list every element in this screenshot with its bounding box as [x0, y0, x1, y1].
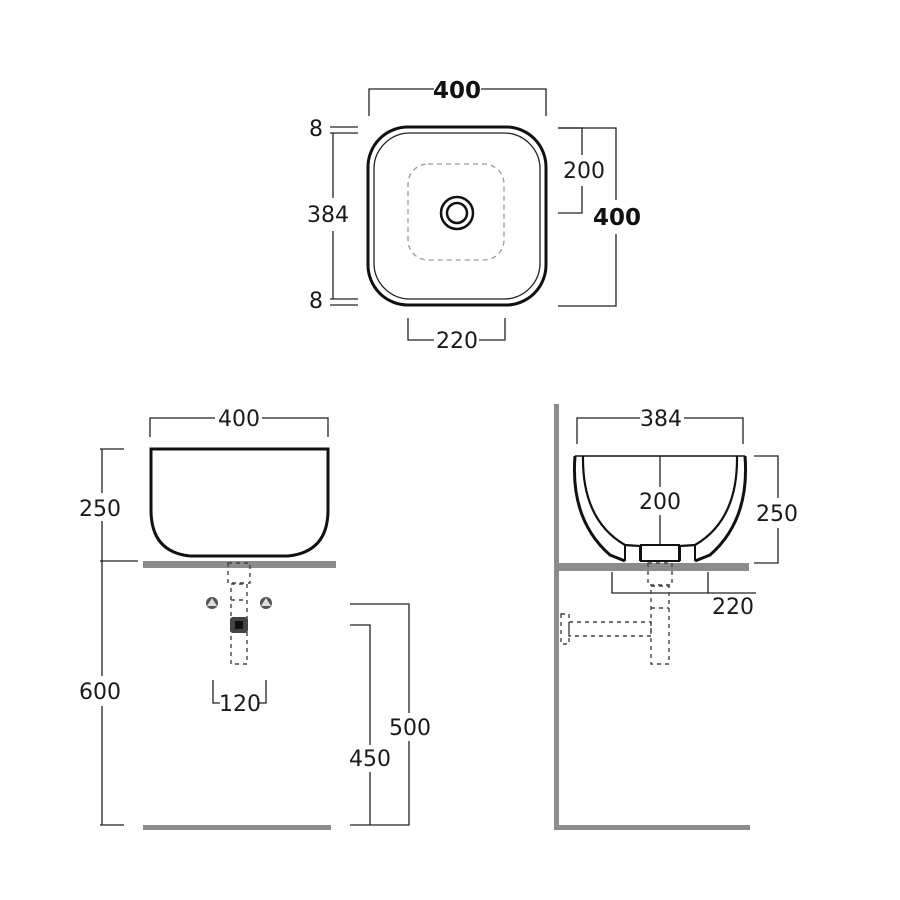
trap-top	[647, 562, 673, 586]
side-depth-label: 200	[639, 490, 681, 515]
top-view: 400 8 384 8 200 400 220	[307, 78, 641, 354]
waste-zone-label: 220	[436, 329, 478, 354]
supply-valve-right	[260, 597, 272, 609]
top-height-dim-b	[558, 234, 617, 307]
side-waste-zone-dim	[611, 572, 709, 594]
waste-outlet-inner	[235, 621, 243, 629]
supply-valve-left	[206, 597, 218, 609]
side-height-dim	[754, 455, 779, 498]
waste-zone-dim-b	[479, 318, 506, 341]
trap-horizontal	[568, 621, 652, 637]
hidden-bowl-floor	[407, 163, 505, 261]
front-width-label: 400	[218, 407, 260, 432]
rim-bottom-label: 8	[309, 289, 323, 314]
side-height-dim-b	[754, 528, 779, 564]
tap-spacing-dim	[212, 680, 220, 704]
waste-pipe-top	[227, 562, 251, 584]
top-width-label: 400	[433, 78, 481, 104]
countertop-side	[559, 563, 749, 571]
wall-vertical	[554, 404, 559, 830]
front-width-dim	[149, 417, 215, 437]
supply-height-b-dim	[350, 624, 371, 745]
side-view: 384 200 250 220	[554, 404, 798, 830]
basin-section-outer	[572, 455, 748, 563]
dim-line-top-width	[368, 88, 434, 116]
basin-section-inner	[581, 455, 739, 548]
front-width-dim-b	[262, 417, 329, 437]
supply-height-a-dim	[350, 603, 410, 713]
drain-outer	[439, 195, 475, 231]
side-width-dim-b	[684, 417, 744, 444]
tap-spacing-dim-b	[258, 680, 267, 704]
inner-size-label: 384	[307, 203, 349, 228]
side-height-label: 250	[756, 502, 798, 527]
top-height-label: 400	[593, 205, 641, 231]
supply-height-a-label: 500	[389, 716, 431, 741]
side-waste-zone-label: 220	[712, 595, 754, 620]
floor-side	[554, 825, 750, 830]
basin-outline-top	[366, 125, 548, 307]
basin-body-front	[149, 447, 330, 558]
waste-zone-dim	[407, 318, 434, 341]
waste-offset-label: 200	[563, 159, 605, 184]
tap-spacing-label: 120	[219, 692, 261, 717]
rim-top-label: 8	[309, 117, 323, 142]
waste-offset-dim	[558, 127, 583, 155]
side-width-label: 384	[640, 407, 682, 432]
bowl-inner-line	[373, 132, 541, 300]
trap-wall-flange	[560, 613, 570, 645]
countertop-front	[143, 561, 336, 568]
drain-inner	[445, 201, 469, 225]
trap-vertical	[650, 585, 670, 665]
top-height-dim	[558, 127, 617, 200]
front-height-label: 250	[79, 497, 121, 522]
floor-front	[143, 825, 331, 830]
side-width-dim	[576, 417, 640, 444]
counter-height-label: 600	[79, 680, 121, 705]
dim-line-top-width-r	[481, 88, 547, 116]
drain-section	[640, 544, 680, 562]
front-view: 400 250 600 12	[79, 407, 431, 830]
waste-offset-dim-b	[558, 186, 583, 214]
supply-height-b-label: 450	[349, 747, 391, 772]
